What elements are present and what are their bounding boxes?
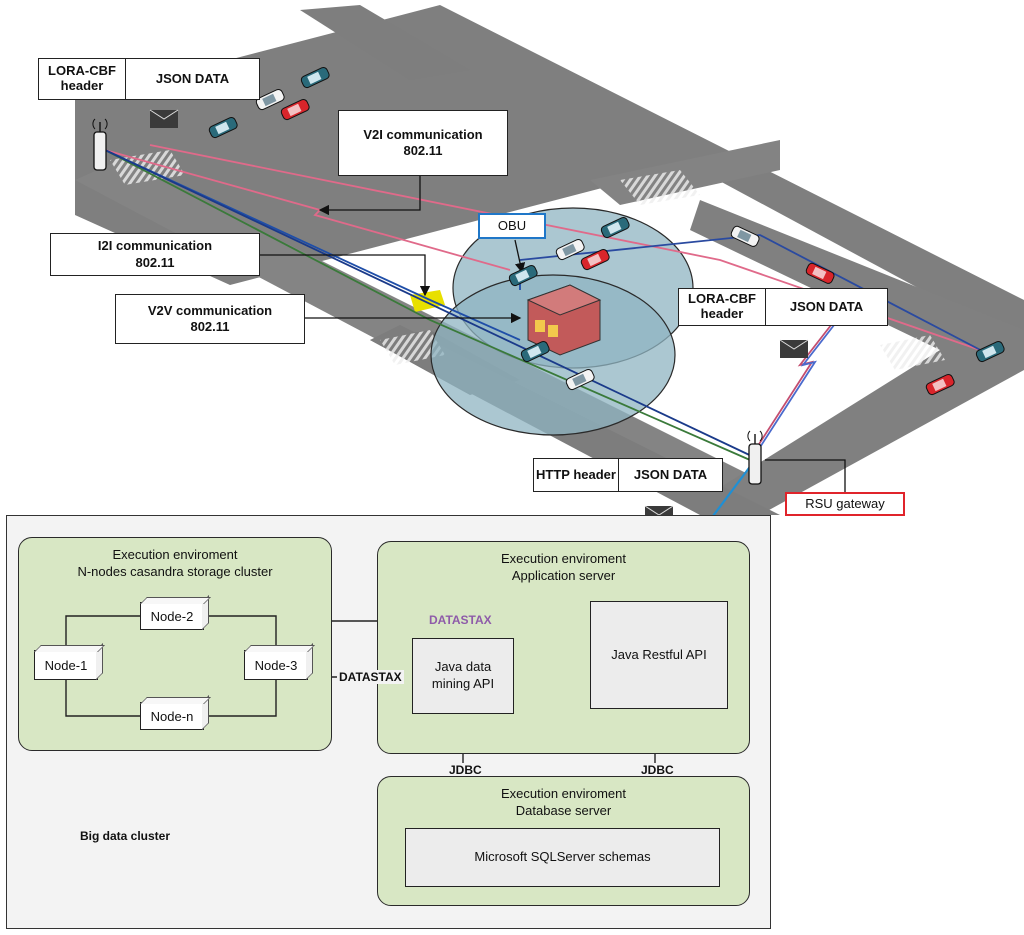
application-server-title: Execution enviroment Application server <box>378 550 749 584</box>
rsu-gateway-label: RSU gateway <box>785 492 905 516</box>
lora-cbf-packet-top: LORA-CBF header JSON DATA <box>38 58 260 100</box>
car-14 <box>925 373 955 396</box>
envelope-icon-right <box>779 339 809 358</box>
car-11 <box>730 225 760 247</box>
json-data-top: JSON DATA <box>155 70 230 86</box>
lora-cbf-header-right: LORA-CBF header <box>679 289 766 325</box>
db-server-title-line2: Database server <box>515 803 612 818</box>
big-data-cluster-title: Big data cluster <box>80 829 171 843</box>
link-rsu-top-to-obu <box>104 149 511 271</box>
car-8 <box>508 264 538 287</box>
app-server-title-line1: Execution enviroment <box>500 551 626 566</box>
cassandra-title-line2: N-nodes casandra storage cluster <box>77 564 273 579</box>
car-7 <box>580 248 610 271</box>
crosswalk-1 <box>110 150 185 185</box>
cars <box>208 66 1005 396</box>
link-rsu-top-blue <box>104 149 521 341</box>
java-restful-api: Java Restful API <box>590 601 728 709</box>
v2i-standard: 802.11 <box>403 143 443 158</box>
link-zigzag-right-blue <box>754 319 839 456</box>
crosswalk-2 <box>620 170 700 205</box>
car-10 <box>565 368 595 391</box>
rsu-antenna-bottom-icon <box>747 430 763 485</box>
crosswalk-4 <box>880 335 945 370</box>
car-1 <box>300 66 330 89</box>
node-1: Node-1 <box>34 650 98 680</box>
envelope-icon-top <box>149 109 179 128</box>
lora-cbf-packet-right: LORA-CBF header JSON DATA <box>678 288 888 326</box>
json-data-http: JSON DATA <box>633 466 708 482</box>
node-3: Node-3 <box>244 650 308 680</box>
car-3 <box>280 98 310 121</box>
car-6 <box>555 238 585 261</box>
node-2: Node-2 <box>140 602 204 630</box>
node-n: Node-n <box>140 702 204 730</box>
rsu-antenna-top-icon <box>92 118 108 171</box>
link-rsu-top-green <box>104 149 751 461</box>
car-9 <box>520 340 550 363</box>
car-4 <box>208 116 238 139</box>
lora-cbf-header-top: LORA-CBF header <box>39 59 126 99</box>
car-5 <box>600 216 630 239</box>
app-server-title-line2: Application server <box>511 568 616 583</box>
http-header: HTTP header <box>534 459 619 491</box>
datastax-top-label: DATASTAX <box>427 613 494 627</box>
v2i-label: V2I communication 802.11 <box>338 110 508 176</box>
v2v-standard: 802.11 <box>190 319 230 334</box>
database-server-title: Execution enviroment Database server <box>378 785 749 819</box>
car-12 <box>805 262 835 284</box>
i2i-title: I2I communication <box>97 238 213 254</box>
microsoft-sqlserver-schemas: Microsoft SQLServer schemas <box>405 828 720 887</box>
coverage-circle-lower <box>430 274 676 436</box>
jdbc-left-label: JDBC <box>447 763 484 777</box>
cassandra-environment-title: Execution enviroment N-nodes casandra st… <box>19 546 331 580</box>
java-data-mining-api: Java data mining API <box>412 638 514 714</box>
i2i-label: I2I communication 802.11 <box>50 233 260 276</box>
v2i-title: V2I communication <box>363 126 483 142</box>
link-rsu-right-v2i <box>149 144 981 351</box>
crosswalk-3 <box>380 330 445 365</box>
v2v-title: V2V communication <box>147 302 273 318</box>
car-2 <box>255 88 285 111</box>
http-packet: HTTP header JSON DATA <box>533 458 723 492</box>
datastax-left-label: DATASTAX <box>337 670 404 684</box>
v2v-label: V2V communication 802.11 <box>115 294 305 344</box>
json-data-right: JSON DATA <box>789 298 864 314</box>
road-upper-branch <box>300 5 470 80</box>
cassandra-title-line1: Execution enviroment <box>112 547 238 562</box>
building-icon <box>526 284 602 356</box>
obu-label: OBU <box>478 213 546 239</box>
road-right <box>690 200 1024 515</box>
car-13 <box>975 340 1005 363</box>
i2i-standard: 802.11 <box>135 254 175 270</box>
db-server-title-line1: Execution enviroment <box>500 786 626 801</box>
jdbc-right-label: JDBC <box>639 763 676 777</box>
link-rsu-top-blue-2 <box>104 149 761 461</box>
label-pointers <box>260 175 846 495</box>
